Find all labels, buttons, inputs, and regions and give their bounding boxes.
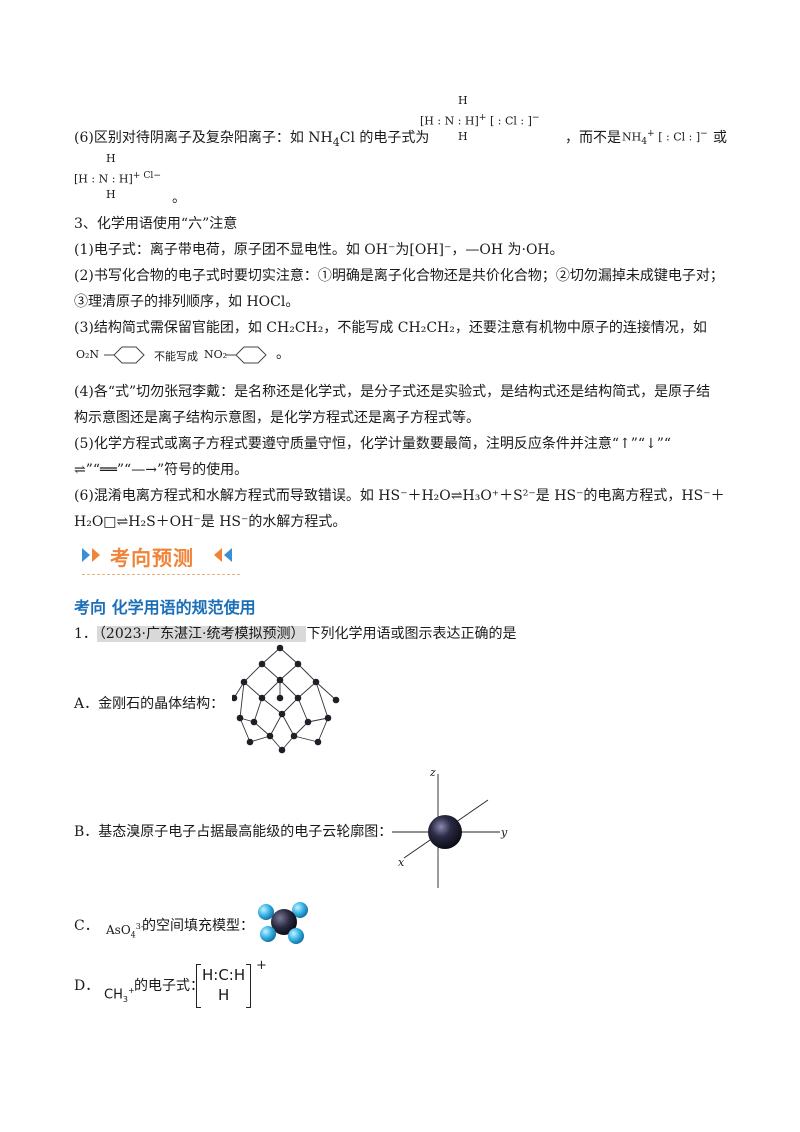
option-d-label: D． — [74, 978, 100, 994]
section3-p6b: H₂O□⇌H₂S＋OH⁻是 HS⁻的水解方程式。 — [74, 514, 347, 530]
option-c-text: 的空间填充模型： — [142, 918, 254, 934]
axis-x-label: x — [398, 856, 405, 869]
section3-p3: (3)结构简式需保留官能团，如 CH₂CH₂，不能写成 CH₂CH₂，还要注意有… — [74, 320, 707, 336]
benzene-ring-icon — [226, 346, 267, 364]
nitrobenzene-comparison: O₂N 不能写成 NO₂ 。 — [76, 346, 290, 364]
topic-title: 考向 化学用语的规范使用 — [74, 598, 256, 617]
double-arrow-left-icon — [214, 548, 232, 562]
section3-p5b: ⇌”“══”“—→”符号的使用。 — [74, 462, 249, 478]
right-bracket — [246, 964, 251, 1008]
section3-p1: (1)电子式：离子带电荷，原子团不显电性。如 OH⁻为[OH]⁻，—OH 为·O… — [74, 242, 564, 258]
section3-p5a: (5)化学方程式或离子方程式要遵守质量守恒，化学计量数要最简，注明反应条件并注意… — [74, 436, 672, 452]
question-source-tag: （2023·广东湛江·统考模拟预测） — [96, 626, 307, 642]
section3-p2a: (2)书写化合物的电子式时要切实注意：①明确是离子化合物还是共价化合物；②切勿漏… — [74, 268, 724, 284]
diamond-crystal-structure-image — [232, 644, 340, 754]
benzene-ring-icon — [104, 346, 145, 364]
option-c-label: C． — [74, 918, 99, 934]
para6-text-d: 或 — [713, 130, 727, 146]
ch3-charge: + — [256, 958, 267, 973]
alt-formula-2: H [H : N : H]+ Cl− H — [74, 152, 162, 201]
axis-y-label: y — [501, 826, 508, 839]
option-d-text: 的电子式： — [134, 978, 204, 994]
option-b-label: B．基态溴原子电子占据最高能级的电子云轮廓图： — [74, 824, 393, 840]
para6-text-c: ，而不是 — [565, 130, 621, 146]
section3-p2b: ③理清原子的排列顺序，如 HOCl。 — [74, 294, 300, 310]
aso4-formula: AsO43- — [106, 922, 144, 940]
question-1: 1．（2023·广东湛江·统考模拟预测）下列化学用语或图示表达正确的是 — [74, 626, 517, 642]
banner-kaoxiang-yuce: 考向预测 — [82, 538, 240, 575]
p-orbital-electron-cloud-image — [392, 774, 500, 888]
period: 。 — [172, 190, 186, 206]
aso4-space-filling-model-image — [258, 902, 308, 944]
double-arrow-right-icon — [82, 548, 100, 562]
section3-p4b: 构示意图还是离子结构示意图，是化学方程式还是离子方程式等。 — [74, 410, 480, 426]
para6-text: (6)区别对待阴离子及复杂阳离子：如 NH4Cl 的电子式为 — [74, 130, 430, 149]
section3-p4a: (4)各“式”切勿张冠李戴：是名称还是化学式，是分子式还是实验式，是结构式还是结… — [74, 384, 711, 400]
alt-formula-1: NH4+ [ : Cl : ]− — [622, 128, 708, 147]
ch3-cation-formula: CH3+ — [104, 986, 135, 1004]
nh4cl-electron-formula: H [H : N : H]+ [ : Cl : ]− H — [420, 94, 540, 143]
left-bracket — [196, 964, 201, 1008]
section3-p6a: (6)混淆电离方程式和水解方程式而导致错误。如 HS⁻＋H₂O⇌H₃O⁺＋S²⁻… — [74, 488, 725, 504]
option-a-label: A．金刚石的晶体结构： — [74, 696, 225, 712]
axis-z-label: z — [430, 766, 436, 779]
section3-heading: 3、化学用语使用“六”注意 — [74, 216, 238, 232]
ch3-electron-formula: H:C:H H — [196, 964, 256, 1008]
